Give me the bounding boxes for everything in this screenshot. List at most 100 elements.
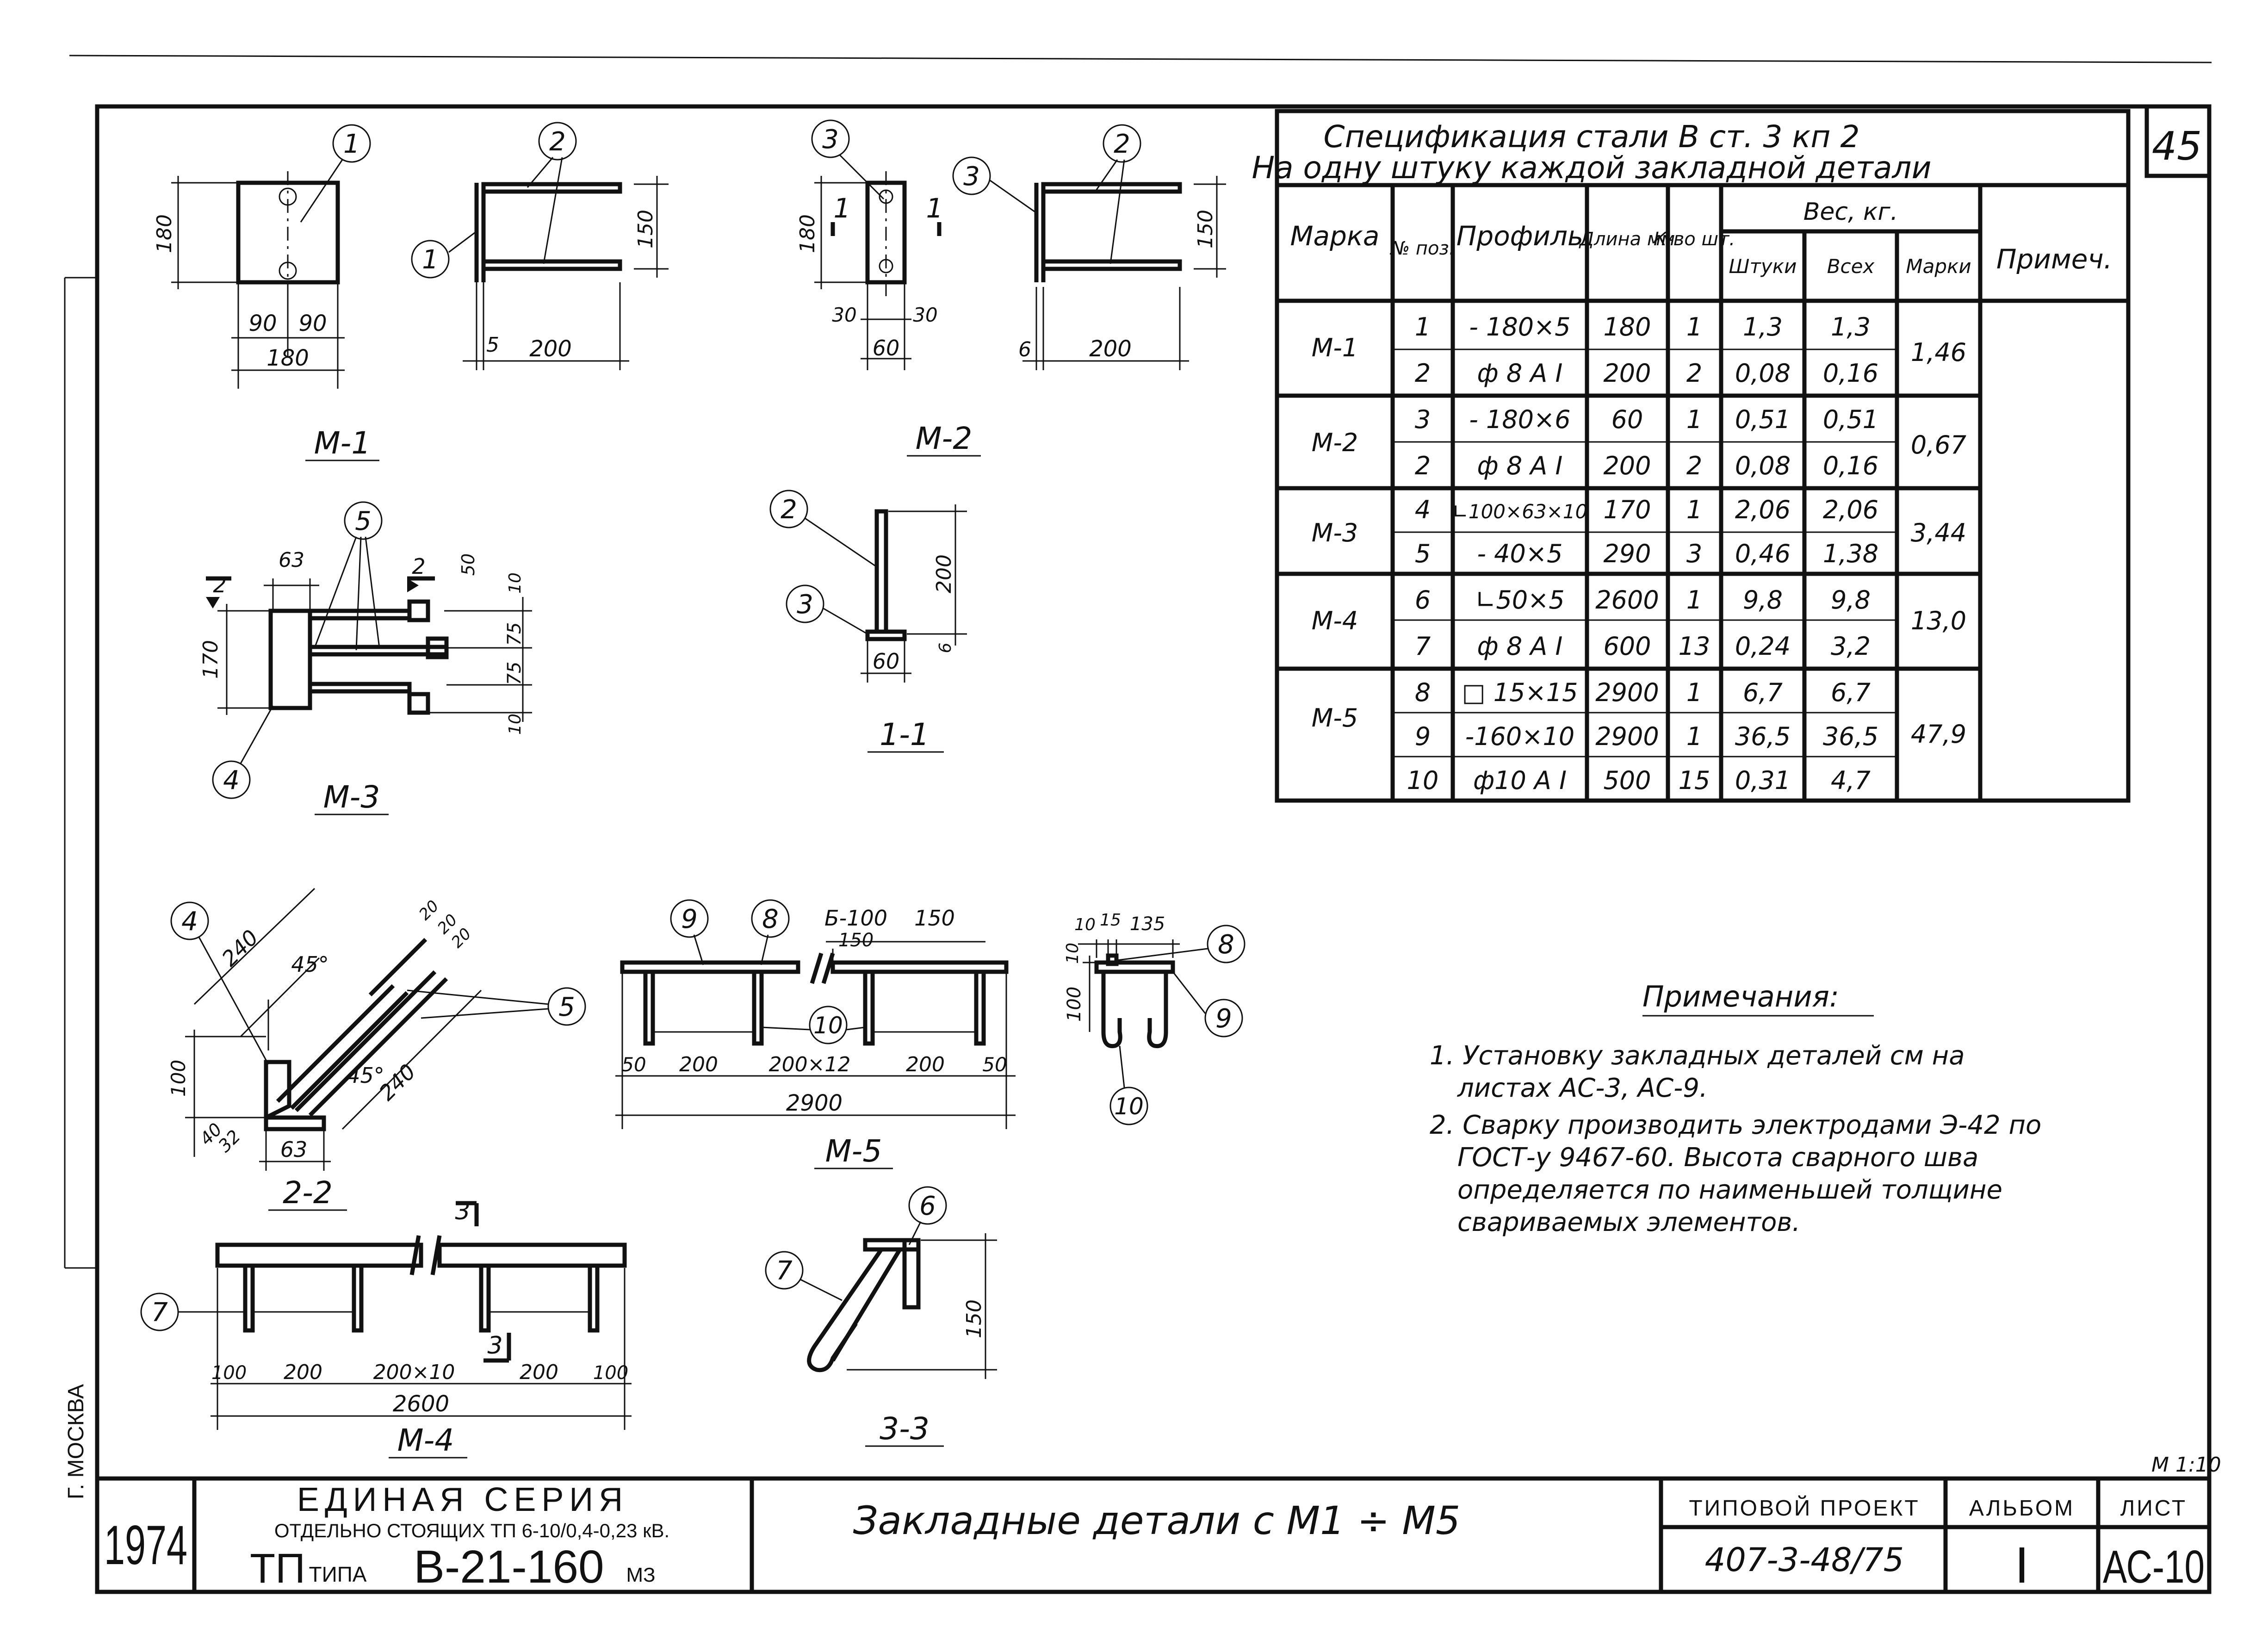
dim: 100 xyxy=(211,1362,247,1384)
cell: 9,8 xyxy=(1831,585,1871,615)
dim: 60 xyxy=(873,335,900,360)
cell: 1 xyxy=(1686,585,1702,615)
dim: 75 xyxy=(504,662,525,685)
cell: 2600 xyxy=(1595,585,1659,615)
cell: 1,3 xyxy=(1743,312,1783,342)
dim: 200 xyxy=(1089,336,1132,362)
dim: 75 xyxy=(504,622,525,646)
title-m1: М-1 xyxy=(314,425,371,461)
cell: 6 xyxy=(1415,585,1431,615)
callout-7: 7 xyxy=(776,1256,793,1286)
note-line: свариваемых элементов. xyxy=(1457,1207,1800,1237)
cell: ф 8 А I xyxy=(1477,359,1563,388)
dim: 100 xyxy=(167,1060,190,1097)
drawing-m2 xyxy=(814,171,1226,370)
callouts xyxy=(140,119,1246,1331)
total-m1: 1,46 xyxy=(1911,338,1966,367)
cell: 0,08 xyxy=(1735,359,1791,388)
title-1-1: 1-1 xyxy=(880,717,930,752)
dim: 180 xyxy=(153,214,176,253)
title-2-2: 2-2 xyxy=(283,1175,333,1211)
callout-9: 9 xyxy=(681,904,698,934)
dim: 63 xyxy=(279,548,304,572)
dim: 180 xyxy=(796,214,819,253)
dim: 10 xyxy=(1074,915,1096,934)
tp-code: В-21-160 xyxy=(414,1541,604,1593)
note-line: 1. Установку закладных деталей см на xyxy=(1430,1041,1965,1071)
dim: 150 xyxy=(1194,210,1217,248)
callout-3: 3 xyxy=(822,124,839,155)
callout-10: 10 xyxy=(813,1012,843,1039)
cell: 1 xyxy=(1686,722,1702,751)
cell: 3,2 xyxy=(1831,632,1871,661)
cell: 200 xyxy=(1603,451,1651,480)
cell: 2 xyxy=(1686,451,1702,480)
dim: 60 xyxy=(873,649,900,674)
dim: 90 xyxy=(248,311,277,336)
cell: 3 xyxy=(1415,405,1431,434)
dim: Б-100 xyxy=(824,906,887,931)
callout-3: 3 xyxy=(797,590,813,620)
sheet-label: ЛИСТ xyxy=(2120,1496,2187,1521)
callout-4: 4 xyxy=(181,907,198,937)
drawing-3-3 xyxy=(807,1233,997,1379)
cell: 36,5 xyxy=(1823,722,1878,751)
cell: 500 xyxy=(1603,766,1651,795)
dim: 30 xyxy=(913,304,937,326)
series-title: ЕДИНАЯ СЕРИЯ xyxy=(297,1481,628,1518)
callout-1: 1 xyxy=(343,129,360,159)
cell: 0,16 xyxy=(1823,451,1878,480)
dim: 50 xyxy=(982,1053,1007,1076)
dim: 10 xyxy=(506,714,525,735)
dim: 180 xyxy=(266,345,309,371)
dim: 45° xyxy=(347,1063,384,1088)
cell: 7 xyxy=(1415,632,1431,661)
cell: ф 8 А I xyxy=(1477,632,1563,661)
cell: 8 xyxy=(1415,678,1431,707)
dim: 200 xyxy=(932,554,956,593)
scale-label: М 1:10 xyxy=(2151,1453,2221,1477)
callout-1: 1 xyxy=(422,245,439,275)
dim: 50 xyxy=(458,553,478,576)
dim: 63 xyxy=(280,1137,308,1162)
callout-5: 5 xyxy=(558,992,575,1022)
dim: 100 xyxy=(593,1362,628,1384)
title-m5: М-5 xyxy=(825,1133,882,1169)
cell: 0,51 xyxy=(1823,405,1878,434)
cell: 1 xyxy=(1686,405,1702,434)
cell: 10 xyxy=(1407,766,1439,795)
notes-title: Примечания: xyxy=(1642,980,1839,1013)
dim: 200 xyxy=(520,1360,558,1384)
album-label: АЛЬБОМ xyxy=(1969,1496,2075,1521)
cell: 9 xyxy=(1415,722,1431,751)
dim: 135 xyxy=(1130,913,1165,935)
total-m5: 47,9 xyxy=(1911,720,1966,749)
city-label: Г. МОСКВА xyxy=(64,1384,88,1499)
cell: 2,06 xyxy=(1735,495,1791,524)
callout-2: 2 xyxy=(781,495,797,525)
tp-type: ТИПА xyxy=(309,1562,367,1586)
cell: 6,7 xyxy=(1831,678,1871,707)
title-m2: М-2 xyxy=(916,421,973,456)
header-weight: Вес, кг. xyxy=(1803,198,1898,226)
cell: 2,06 xyxy=(1823,495,1878,524)
album: I xyxy=(2015,1537,2029,1594)
drawing-2-2 xyxy=(185,888,482,1171)
cell: - 180×6 xyxy=(1469,405,1570,434)
dim: 240 xyxy=(217,925,263,971)
callout-9: 9 xyxy=(1215,1004,1232,1034)
title-3-3: 3-3 xyxy=(880,1411,930,1447)
cell: 290 xyxy=(1603,539,1651,568)
callout-6: 6 xyxy=(919,1191,936,1221)
cell: ф10 А I xyxy=(1473,766,1567,795)
drawing-1-1 xyxy=(861,504,967,683)
title-m3: М-3 xyxy=(323,779,380,815)
dim: 10 xyxy=(506,572,525,594)
section-mark: 1 xyxy=(926,193,943,224)
dim: 50 xyxy=(621,1053,646,1076)
drawing-m1 xyxy=(171,171,669,389)
dim: 15 xyxy=(1100,911,1121,930)
cell: 0,46 xyxy=(1735,539,1791,568)
dim: 30 xyxy=(832,304,856,326)
dim: 45° xyxy=(291,952,329,977)
